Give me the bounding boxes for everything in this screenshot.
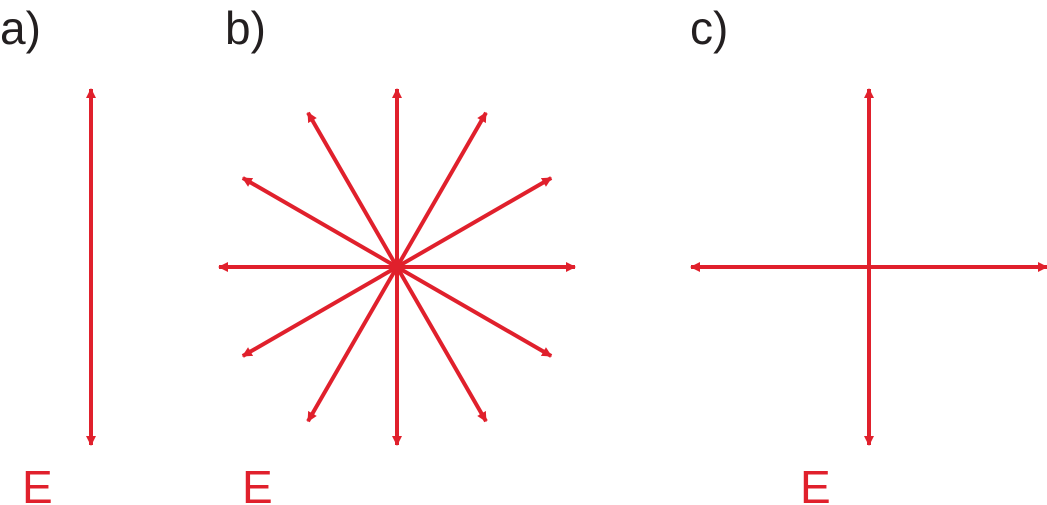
panel-c-arrows [690,88,1047,446]
center-dot [391,261,403,273]
panel-c-label: c) [690,2,728,54]
panel-b-label: b) [225,2,266,54]
panel-c-field-label: E [800,461,831,505]
panel-a: a) E [0,2,96,505]
panel-b: b) E [218,2,576,505]
panel-c: c) E [690,2,1047,505]
panel-a-label: a) [0,2,41,54]
panel-b-arrows [218,88,576,446]
panel-b-field-label: E [242,461,273,505]
panel-a-field-label: E [22,461,53,505]
